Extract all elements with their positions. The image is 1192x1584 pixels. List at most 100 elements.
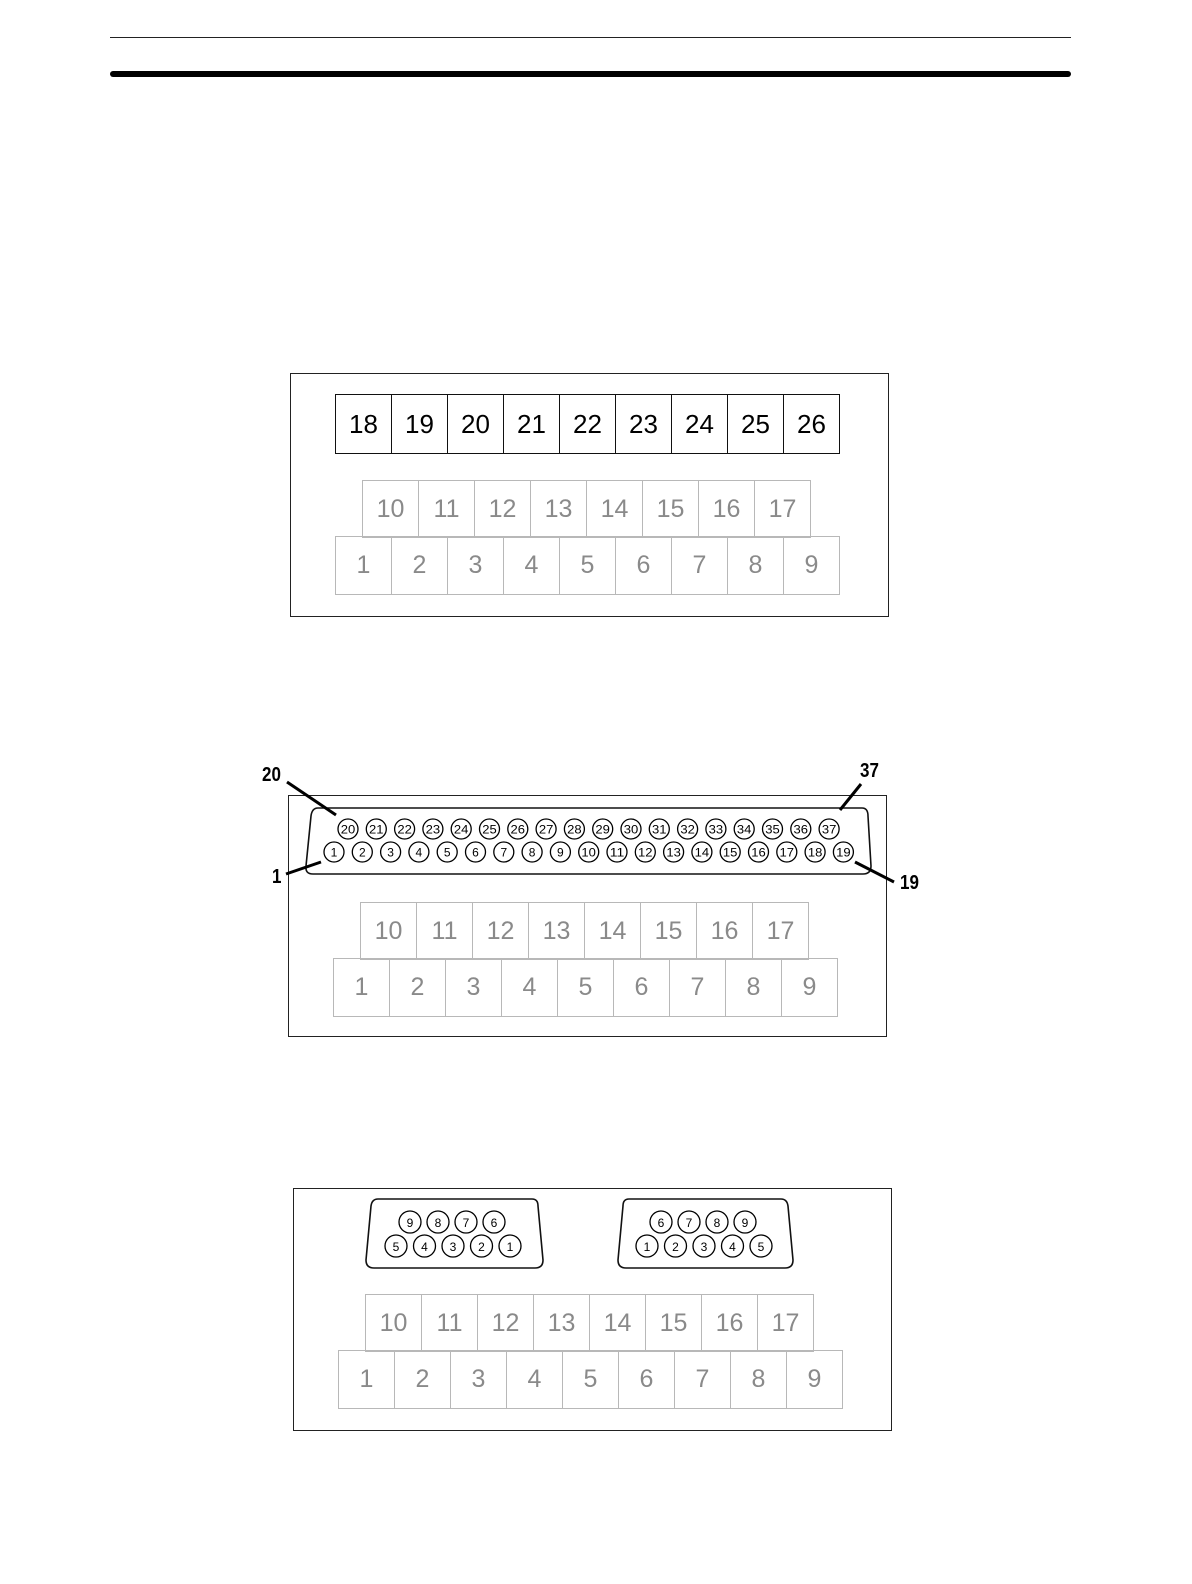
pin-circle	[337, 818, 359, 840]
terminal-cell: 9	[783, 536, 840, 595]
pin-circle	[818, 818, 840, 840]
terminal-number-cell: 24	[671, 394, 728, 454]
pin-circle	[422, 818, 444, 840]
terminal-cell: 10	[365, 1294, 422, 1352]
pin-label: 1	[507, 1240, 514, 1254]
pin-label: 8	[435, 1216, 442, 1230]
pin-label: 36	[794, 823, 809, 837]
pin-circle	[648, 818, 670, 840]
pin-label: 25	[482, 823, 497, 837]
pin-circle	[676, 818, 699, 840]
pin-circle	[720, 1234, 745, 1258]
terminal-number-cell: 21	[503, 394, 560, 454]
pin-circle	[398, 1210, 422, 1234]
pin-circle	[634, 841, 656, 863]
pin-label: 5	[444, 846, 451, 860]
pin-label: 13	[666, 846, 681, 860]
pin-label: 4	[416, 846, 423, 860]
pin-circle	[464, 841, 487, 863]
pin-circle	[351, 841, 373, 863]
pin-label: 16	[751, 846, 766, 860]
pin-circle	[379, 841, 402, 863]
pin-label: 2	[478, 1240, 485, 1254]
pin-circle	[677, 1210, 701, 1234]
terminal-number-cell: 20	[447, 394, 504, 454]
pin-circle	[412, 1234, 437, 1258]
pin-circle	[733, 1210, 757, 1234]
pin-circle	[635, 1234, 659, 1258]
connector-37pin-shell	[305, 807, 872, 875]
pin-label: 37	[822, 823, 837, 837]
pin-circle	[663, 1234, 688, 1258]
pin-circle	[323, 841, 345, 863]
pin-circle	[832, 841, 855, 863]
pin-circle	[365, 818, 387, 840]
pin-label: 17	[780, 846, 795, 860]
header-rule-thick	[110, 71, 1071, 77]
pin-label: 7	[463, 1216, 470, 1230]
pin-circle	[521, 841, 543, 863]
terminal-cell: 17	[757, 1294, 814, 1352]
pin-circle	[549, 841, 572, 863]
pin-label: 12	[638, 846, 653, 860]
pin-label: 3	[387, 846, 394, 860]
terminal-cell: 11	[416, 902, 473, 960]
terminal-cell: 10	[360, 902, 417, 960]
pin-circle	[507, 818, 529, 840]
pin-label: 20	[341, 823, 356, 837]
pin-circle	[733, 818, 755, 840]
pin-label: 28	[567, 823, 582, 837]
pin-label: 5	[758, 1240, 765, 1254]
left-connector-shell	[365, 1198, 544, 1269]
callout-line-37	[838, 783, 863, 811]
pin-circle	[493, 841, 515, 863]
pin-label: 31	[652, 823, 667, 837]
pin-label: 24	[454, 823, 469, 837]
callout-label-1: 1	[272, 866, 282, 888]
callout-line-19	[854, 860, 895, 884]
pin-label: 6	[658, 1216, 665, 1230]
pin-circle	[705, 1210, 729, 1234]
pin-label: 5	[393, 1240, 400, 1254]
pin-circle	[535, 818, 557, 840]
pin-label: 2	[672, 1240, 679, 1254]
pin-label: 35	[765, 823, 780, 837]
terminal-cell: 11	[418, 480, 475, 538]
pin-circle	[384, 1234, 408, 1258]
terminal-number-cell: 25	[727, 394, 784, 454]
pin-circle	[441, 1234, 465, 1258]
pin-label: 32	[680, 823, 695, 837]
terminal-cell: 13	[533, 1294, 590, 1352]
pin-circle	[790, 818, 812, 840]
pin-label: 30	[624, 823, 639, 837]
callout-label-20: 20	[262, 764, 281, 786]
pin-circle	[749, 1234, 773, 1258]
pin-circle	[691, 841, 713, 863]
pin-circle	[592, 818, 614, 840]
callout-line-20	[286, 780, 337, 817]
pin-circle	[436, 841, 458, 863]
terminal-cell: 12	[477, 1294, 534, 1352]
pin-circle	[498, 1234, 522, 1258]
pin-label: 4	[729, 1240, 736, 1254]
pin-circle	[620, 818, 642, 840]
pin-label: 18	[808, 846, 823, 860]
pin-label: 3	[701, 1240, 708, 1254]
pin-label: 2	[359, 846, 366, 860]
pin-circle	[578, 841, 600, 863]
pin-circle	[692, 1234, 716, 1258]
pin-label: 14	[695, 846, 710, 860]
pin-label: 10	[581, 846, 596, 860]
pin-circle	[469, 1234, 494, 1258]
